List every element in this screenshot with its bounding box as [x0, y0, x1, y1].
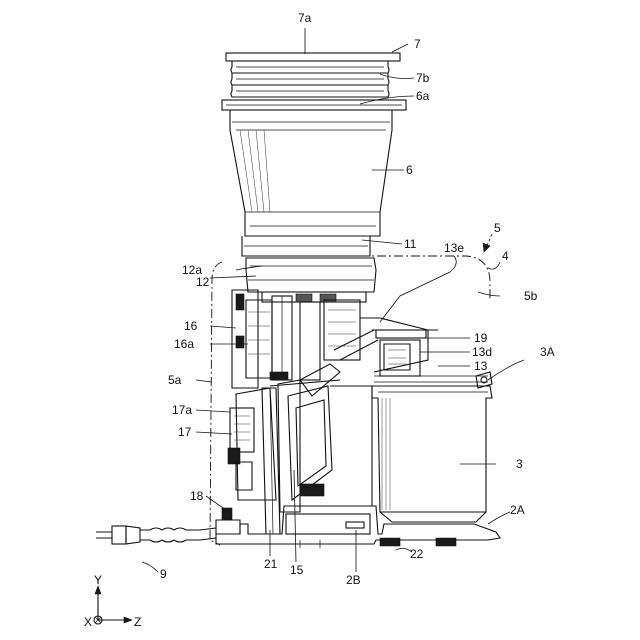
left-mechanism-16 — [232, 290, 360, 388]
label-5a: 5a — [168, 373, 182, 387]
label-3A: 3A — [540, 345, 555, 359]
label-2B: 2B — [346, 573, 361, 587]
label-6: 6 — [406, 163, 413, 177]
axis-label-z: Z — [134, 615, 141, 629]
assembly-5-arrow — [483, 234, 492, 252]
reference-labels: 7a 7 7b 6a 6 5 11 13e 4 12a 12 5b 16 19 … — [84, 11, 555, 629]
container-3 — [372, 372, 492, 522]
label-6a: 6a — [416, 89, 430, 103]
label-21: 21 — [264, 557, 278, 571]
label-7a: 7a — [298, 11, 312, 25]
label-22: 22 — [410, 547, 424, 561]
upper-housing-12 — [246, 258, 376, 302]
label-15: 15 — [290, 563, 304, 577]
label-9: 9 — [160, 567, 167, 581]
label-11: 11 — [404, 237, 417, 251]
motor-17 — [228, 388, 276, 500]
label-2A: 2A — [510, 503, 525, 517]
label-17a: 17a — [172, 403, 192, 417]
label-13d: 13d — [472, 345, 492, 359]
power-cord-9 — [96, 526, 216, 544]
label-7b: 7b — [416, 71, 430, 85]
label-19: 19 — [474, 331, 488, 345]
chute-13 — [334, 318, 488, 382]
label-16: 16 — [184, 319, 198, 333]
grinder-15 — [270, 364, 372, 506]
axis-label-x: X — [84, 615, 92, 629]
lid-7 — [226, 53, 400, 97]
label-7: 7 — [414, 37, 421, 51]
label-13: 13 — [474, 359, 488, 373]
shaft-21 — [262, 380, 300, 534]
label-4: 4 — [502, 249, 509, 263]
axis-label-y: Y — [94, 573, 102, 587]
label-5b: 5b — [524, 289, 538, 303]
label-3: 3 — [516, 457, 523, 471]
cover-outline-5 — [210, 256, 490, 545]
label-12: 12 — [196, 275, 210, 289]
label-17: 17 — [178, 425, 192, 439]
label-13e: 13e — [444, 241, 464, 255]
hopper-6 — [222, 100, 406, 256]
label-5: 5 — [494, 221, 501, 235]
label-16a: 16a — [174, 337, 194, 351]
label-18: 18 — [190, 489, 204, 503]
axis-indicator — [94, 586, 132, 624]
